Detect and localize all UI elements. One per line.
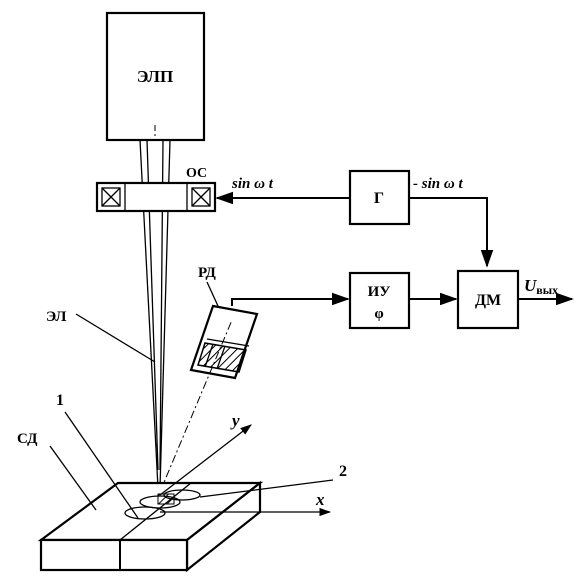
electron-beam (139, 125, 171, 489)
os-label: ОС (186, 166, 207, 181)
rd-label: РД (198, 265, 217, 281)
iu-block (348, 271, 411, 330)
sd-leader (49, 445, 97, 511)
elp-block (105, 11, 206, 142)
detector-axis (159, 319, 233, 493)
label-2: 2 (339, 463, 347, 480)
iu-label: ИУ (368, 284, 391, 300)
iu-phi-label: φ (374, 306, 383, 322)
elp-label: ЭЛП (137, 67, 173, 86)
x-axis-label: x (315, 490, 325, 509)
dm-label: ДМ (475, 292, 501, 309)
y-axis (159, 424, 252, 496)
sin-neg-label: - sin ω t (413, 176, 463, 192)
label-2-leader (199, 479, 334, 498)
label-1: 1 (56, 392, 64, 409)
uout-label: Uвых (524, 276, 558, 297)
rd-leader (206, 281, 219, 307)
neg-sin-signal-line (409, 197, 494, 268)
sd-label: СД (17, 431, 38, 447)
label-1-leader (64, 411, 139, 519)
rd-detector (189, 304, 259, 380)
scan-region (124, 489, 201, 520)
deflection-coil (95, 181, 217, 213)
generator-block (348, 169, 411, 226)
rd-to-iu-line (231, 292, 350, 306)
el-leader (75, 313, 156, 363)
sin-pos-label: sin ω t (231, 176, 274, 192)
y-axis-label: y (230, 411, 240, 430)
el-label: ЭЛ (46, 309, 66, 325)
specimen-block (37, 480, 264, 573)
generator-label: Г (374, 190, 384, 207)
